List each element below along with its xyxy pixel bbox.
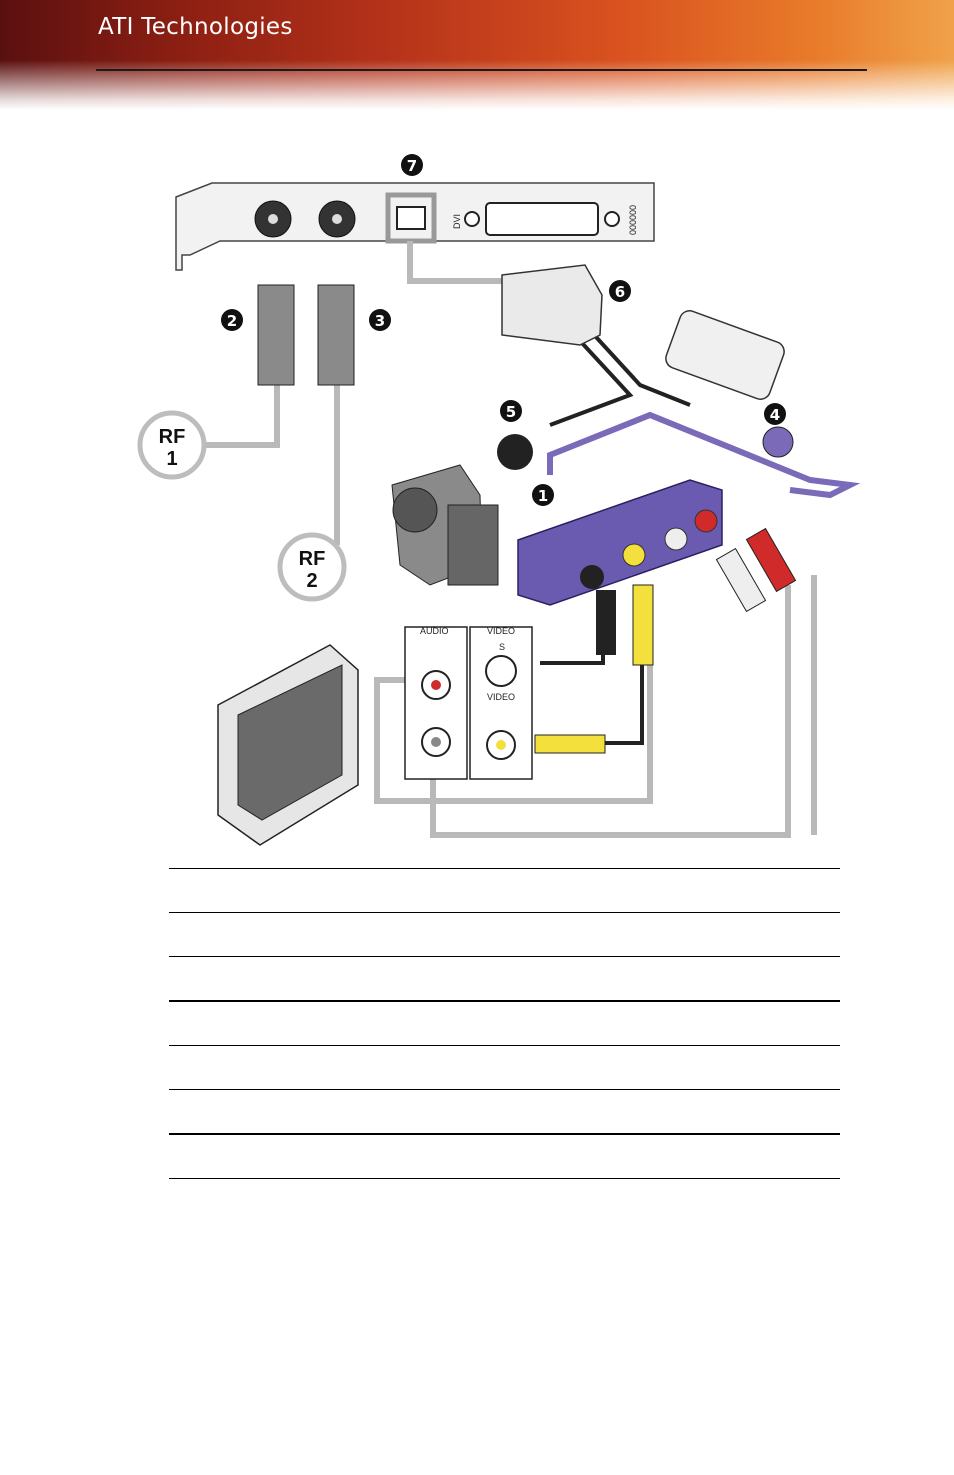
tv-video2-label: VIDEO [487,692,515,702]
table-row [169,956,840,1000]
rca-plugs [534,527,797,754]
svg-text:4: 4 [770,406,780,424]
table-row [169,912,840,956]
breakout-box [517,479,723,606]
television [217,644,359,846]
callout-4: 4 [764,403,786,425]
card-bracket: DVI 000000 [175,182,655,271]
rf-1-badge: RF 1 [137,410,207,480]
svg-text:1: 1 [166,448,177,470]
svg-text:RF: RF [159,426,186,448]
callout-7: 7 [401,154,423,176]
connection-diagram: DVI 000000 [137,154,861,846]
callout-1: 1 [532,484,554,506]
svg-text:6: 6 [615,283,625,301]
dvi-label: DVI [452,214,462,229]
callout-5: 5 [500,400,522,422]
s-video-plug [497,434,533,470]
svg-text:7: 7 [407,157,417,175]
callout-6: 6 [609,280,631,302]
brand-title: ATI Technologies [98,14,293,40]
table-row [169,1089,840,1133]
svg-text:2: 2 [306,570,317,592]
table-row [169,1000,840,1045]
svg-text:3: 3 [375,312,385,330]
header-fade [0,60,954,110]
svg-text:2: 2 [227,312,237,330]
tv-input-panel: AUDIO VIDEO S VIDEO [404,626,533,780]
vga-connector [665,310,785,400]
tv-video-label: VIDEO [487,626,515,636]
svg-text:1: 1 [538,487,548,505]
adapter-block [501,264,603,346]
camcorder [391,464,499,586]
svg-text:RF: RF [299,548,326,570]
empty-table [169,868,840,1179]
table-bottom-rule [169,1178,840,1179]
tv-audio-label: AUDIO [420,626,449,636]
black-cables [540,323,691,745]
callout-2: 2 [221,309,243,331]
header-rule [96,69,867,71]
rf-2-badge: RF 2 [277,532,347,602]
table-row [169,1133,840,1178]
coax-connectors [257,284,355,386]
callout-3: 3 [369,309,391,331]
table-row [169,868,840,912]
svg-text:5: 5 [506,403,516,421]
table-row [169,1045,840,1089]
gray-cables [205,241,817,838]
tv-s-label: S [499,642,505,652]
bracket-code: 000000 [628,205,638,235]
purple-cable [547,411,861,499]
svideo-plug-4 [762,426,794,458]
